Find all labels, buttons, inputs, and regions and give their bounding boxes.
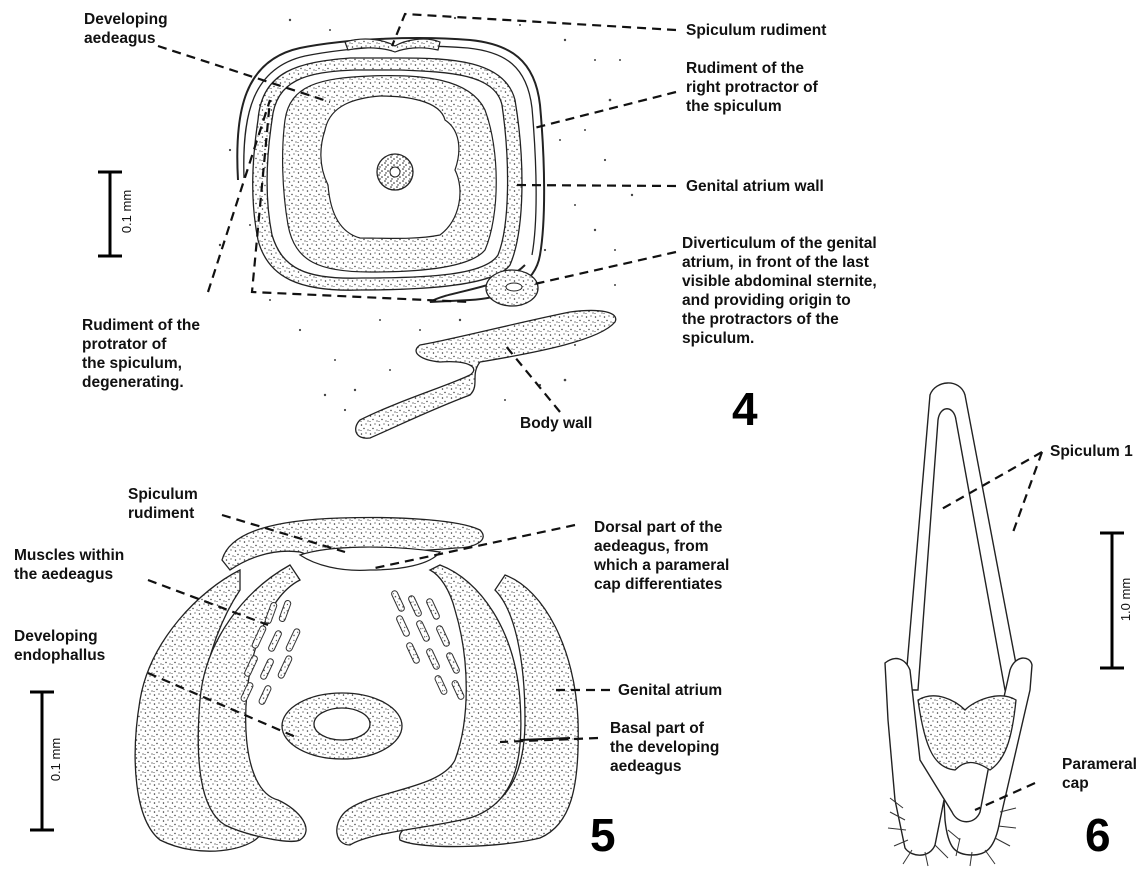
spiculum-rudiment-5 bbox=[300, 547, 440, 570]
figure-number-6: 6 bbox=[1085, 812, 1111, 858]
label-parameral-cap: Parameral cap bbox=[1062, 755, 1137, 793]
label-genital-atrium: Genital atrium bbox=[618, 681, 722, 700]
label-basal-part: Basal part of the developing aedeagus bbox=[610, 719, 719, 776]
label-right-protractor: Rudiment of the right protractor of the … bbox=[686, 59, 818, 116]
scale-label-4: 0.1 mm bbox=[119, 190, 134, 233]
label-spiculum-rudiment: Spiculum rudiment bbox=[686, 21, 826, 40]
figure-number-5: 5 bbox=[590, 812, 616, 858]
label-spiculum-rudiment-5: Spiculum rudiment bbox=[128, 485, 198, 523]
scale-label-5: 0.1 mm bbox=[48, 738, 63, 781]
label-diverticulum: Diverticulum of the genital atrium, in f… bbox=[682, 234, 877, 348]
label-developing-aedeagus: Developing aedeagus bbox=[84, 10, 168, 48]
label-muscles: Muscles within the aedeagus bbox=[14, 546, 124, 584]
label-developing-endophallus: Developing endophallus bbox=[14, 627, 105, 665]
figure-5-drawing bbox=[135, 518, 578, 852]
label-spiculum-1: Spiculum 1 bbox=[1050, 442, 1133, 461]
figure-number-4: 4 bbox=[732, 386, 758, 432]
label-genital-atrium-wall: Genital atrium wall bbox=[686, 177, 824, 196]
figure-4-drawing bbox=[219, 17, 633, 438]
spiculum-outline bbox=[905, 383, 1020, 690]
endophallus-lumen bbox=[314, 708, 370, 740]
parameral-cap-shape bbox=[918, 696, 1016, 770]
label-dorsal-part: Dorsal part of the aedeagus, from which … bbox=[594, 518, 729, 594]
label-body-wall: Body wall bbox=[520, 414, 592, 433]
diverticulum-lumen bbox=[506, 283, 522, 291]
figure-6-drawing bbox=[885, 383, 1032, 866]
label-protrator-degenerating: Rudiment of the protrator of the spiculu… bbox=[82, 316, 200, 392]
scale-label-6: 1.0 mm bbox=[1118, 578, 1133, 621]
central-lumen-hole bbox=[390, 167, 400, 177]
